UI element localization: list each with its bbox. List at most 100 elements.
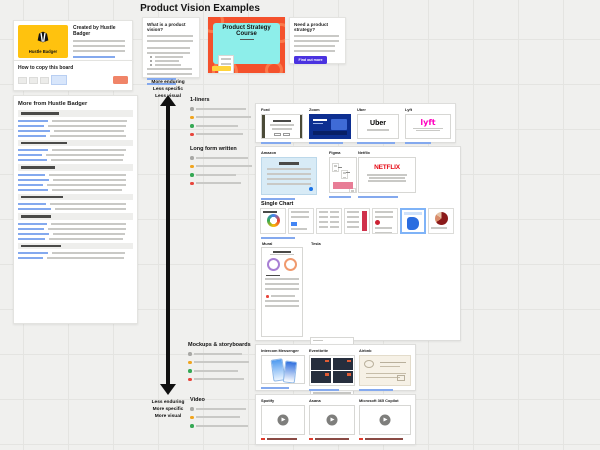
more-from-card[interactable]: More from Hustle Badger bbox=[13, 95, 138, 324]
creator-card-link[interactable] bbox=[73, 55, 115, 58]
copy-board-card[interactable]: How to copy this board bbox=[13, 60, 133, 91]
card-label: Microsoft 365 Copilot bbox=[359, 398, 399, 403]
need-strategy-text bbox=[294, 44, 336, 52]
example-card-spotify[interactable]: Spotify bbox=[261, 398, 305, 441]
example-card-asana[interactable]: Asana bbox=[309, 398, 355, 441]
mockups-panel[interactable]: Intercom Messenger Eventbrite Airbnb bbox=[255, 344, 416, 391]
card-link[interactable] bbox=[309, 141, 343, 144]
video-link[interactable] bbox=[261, 437, 305, 441]
badger-icon bbox=[36, 30, 50, 48]
card-link[interactable] bbox=[309, 388, 339, 391]
section-label-single-chart: Single Chart bbox=[261, 201, 294, 207]
chart-thumb[interactable] bbox=[344, 208, 370, 234]
infinity-loop-diagram bbox=[267, 257, 297, 272]
example-card-amazon[interactable]: Amazon bbox=[261, 150, 317, 200]
written-visual-panel[interactable]: Amazon Figma Netflix NETFLIX bbox=[255, 146, 461, 429]
card-label: Spotify bbox=[261, 398, 275, 403]
one-liners-panel[interactable]: Ford Zoom bbox=[255, 103, 456, 144]
chart-thumb[interactable] bbox=[288, 208, 314, 234]
card-link[interactable] bbox=[359, 388, 393, 391]
card-label: Lyft bbox=[405, 107, 412, 112]
example-card-zoom[interactable]: Zoom bbox=[309, 107, 351, 144]
example-card-uber[interactable]: Uber Uber bbox=[357, 107, 399, 144]
card-label: Zoom bbox=[309, 107, 320, 112]
what-card-bullets bbox=[150, 56, 195, 66]
need-strategy-card[interactable]: Need a product strategy? Find out more bbox=[289, 17, 346, 64]
need-strategy-title: Need a product strategy? bbox=[294, 22, 329, 32]
example-card-eventbrite[interactable]: Eventbrite bbox=[309, 348, 355, 391]
single-chart-link[interactable] bbox=[261, 237, 295, 239]
example-card-mural[interactable] bbox=[261, 247, 303, 337]
section-label-video: Video bbox=[190, 397, 205, 403]
example-card-netflix[interactable]: Netflix NETFLIX bbox=[358, 150, 416, 198]
chart-thumb[interactable] bbox=[316, 208, 342, 234]
what-card-paragraph bbox=[147, 68, 193, 75]
play-button-icon[interactable] bbox=[379, 414, 391, 426]
video-notes bbox=[190, 407, 252, 433]
play-button-icon[interactable] bbox=[277, 414, 289, 426]
video-panel[interactable]: Spotify Asana Microsoft 365 Copilot bbox=[255, 394, 416, 445]
example-card-figma[interactable]: Figma bbox=[329, 150, 357, 198]
play-button-icon[interactable] bbox=[326, 414, 338, 426]
creator-card[interactable]: Hustle Badger Created by Hustle Badger bbox=[13, 20, 133, 62]
more-section bbox=[18, 110, 133, 137]
page-title: Product Vision Examples bbox=[140, 3, 260, 14]
what-card-paragraph bbox=[147, 46, 191, 54]
chart-thumb[interactable] bbox=[260, 208, 286, 234]
need-strategy-text bbox=[294, 35, 339, 42]
what-card-paragraph bbox=[147, 34, 194, 45]
course-cta-pill[interactable] bbox=[212, 66, 231, 71]
card-label: Figma bbox=[329, 150, 341, 155]
example-card-copilot[interactable]: Microsoft 365 Copilot bbox=[359, 398, 411, 441]
arrow-head-up-icon bbox=[160, 95, 176, 106]
card-label: Amazon bbox=[261, 150, 277, 155]
what-card-links[interactable] bbox=[147, 77, 176, 86]
course-card-title: Product Strategy Course bbox=[222, 25, 271, 37]
card-link[interactable] bbox=[357, 141, 395, 144]
video-link[interactable] bbox=[309, 437, 355, 441]
chart-thumb[interactable] bbox=[428, 208, 454, 234]
card-link[interactable] bbox=[261, 141, 291, 144]
card-link[interactable] bbox=[358, 195, 398, 198]
section-label-one-liners: 1-liners bbox=[190, 97, 210, 103]
storyboard-sketch bbox=[359, 355, 411, 386]
card-label: Airbnb bbox=[359, 348, 372, 353]
chart-thumb[interactable] bbox=[372, 208, 398, 234]
chart-thumb[interactable] bbox=[400, 208, 426, 234]
creator-card-title: Created by Hustle Badger bbox=[73, 25, 116, 37]
netflix-logo: NETFLIX bbox=[374, 164, 400, 171]
card-label: Tesla bbox=[311, 241, 321, 246]
more-section bbox=[18, 164, 133, 191]
video-link[interactable] bbox=[359, 437, 411, 441]
example-card-airbnb[interactable]: Airbnb bbox=[359, 348, 411, 391]
axis-label-bottom: Less enduring More specific More visual bbox=[151, 400, 185, 420]
card-link[interactable] bbox=[261, 197, 295, 200]
uber-logo: Uber bbox=[370, 120, 386, 127]
course-card-subtitle bbox=[239, 38, 254, 40]
hustle-badger-logo: Hustle Badger bbox=[18, 25, 68, 58]
example-card-ford[interactable]: Ford bbox=[261, 107, 303, 144]
copy-board-screenshot bbox=[18, 75, 128, 85]
one-liners-notes bbox=[190, 107, 252, 141]
course-card[interactable]: Product Strategy Course bbox=[208, 17, 285, 73]
find-out-more-button[interactable]: Find out more bbox=[294, 55, 327, 64]
section-label-long-form: Long form written bbox=[190, 146, 237, 152]
card-link[interactable] bbox=[405, 141, 431, 144]
copy-board-title: How to copy this board bbox=[18, 65, 74, 71]
example-card-intercom[interactable]: Intercom Messenger bbox=[261, 348, 305, 389]
course-card-inner: Product Strategy Course bbox=[213, 23, 280, 73]
phone-mockup bbox=[282, 360, 298, 383]
card-label: Ford bbox=[261, 107, 270, 112]
copy-button-thumb bbox=[113, 76, 128, 84]
double-arrow[interactable] bbox=[160, 95, 176, 395]
card-label: Uber bbox=[357, 107, 366, 112]
card-label: Netflix bbox=[358, 150, 370, 155]
example-card-lyft[interactable]: Lyft lyft bbox=[405, 107, 451, 144]
what-is-vision-title: What is a product vision? bbox=[147, 22, 186, 32]
more-section bbox=[18, 213, 133, 240]
what-is-vision-card[interactable]: What is a product vision? bbox=[142, 17, 200, 86]
creator-card-text bbox=[73, 39, 126, 53]
card-link[interactable] bbox=[261, 386, 289, 389]
card-link[interactable] bbox=[329, 195, 351, 198]
